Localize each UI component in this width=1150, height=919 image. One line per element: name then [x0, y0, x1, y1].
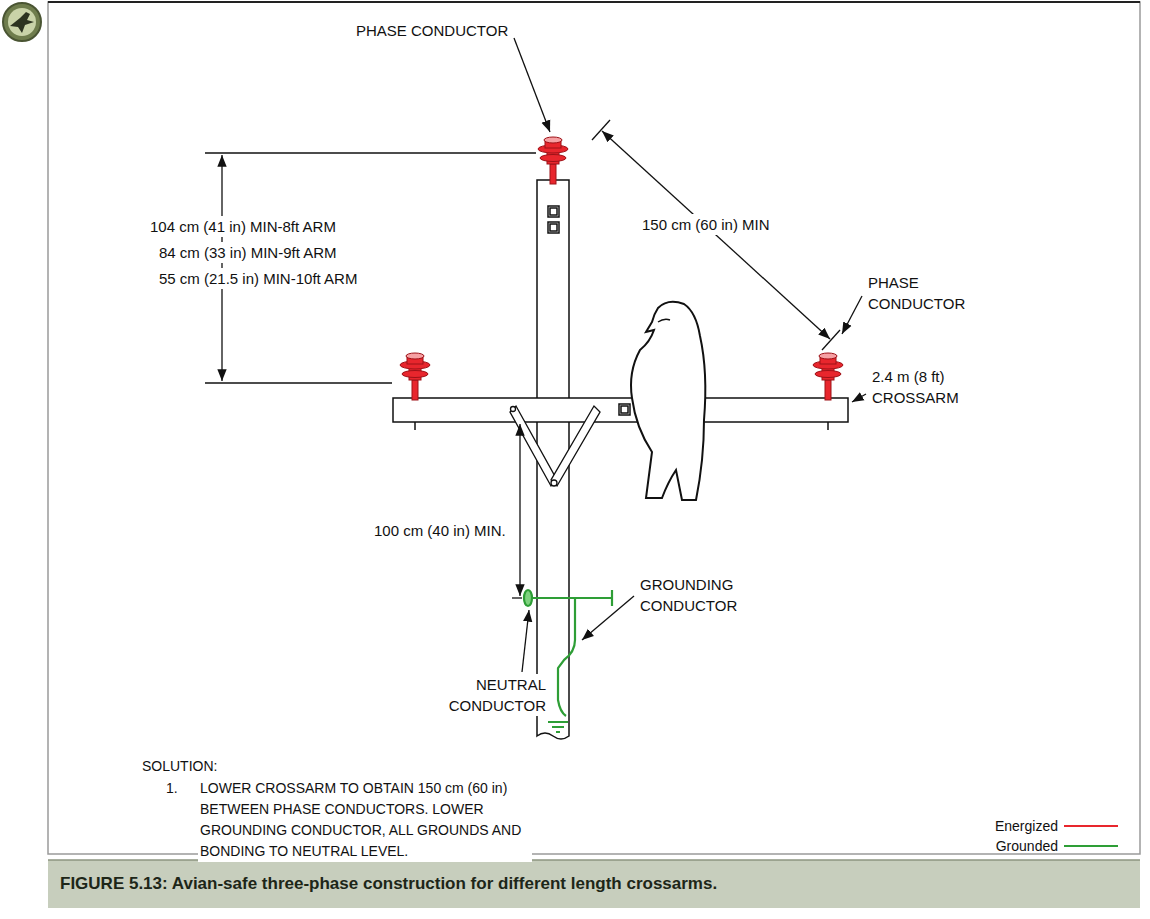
section-icon: [3, 3, 41, 41]
leader-lines: [514, 38, 866, 672]
conductor-label: NEUTRAL CONDUCTOR: [440, 674, 548, 716]
dimension-text: 150 cm (60 in) MIN: [640, 214, 772, 235]
solution-heading: SOLUTION:: [140, 756, 219, 777]
legend-line-energized: [1064, 825, 1118, 827]
legend-text: Energized: [995, 817, 1058, 835]
crossarm: [393, 398, 848, 430]
ground-symbol: [548, 722, 568, 732]
left-insulator: [400, 353, 430, 400]
caption-band: [48, 860, 1140, 908]
right-insulator: [813, 353, 843, 400]
frame-top-rule: [48, 1, 1140, 3]
conductor-label: GROUNDING CONDUCTOR: [638, 574, 758, 616]
figure-frame: [48, 2, 1140, 854]
solution-note: LOWER CROSSARM TO OBTAIN 150 cm (60 in) …: [198, 778, 532, 862]
conductor-label: PHASE CONDUCTOR: [866, 272, 970, 314]
figure-caption: FIGURE 5.13: Avian-safe three-phase cons…: [60, 872, 717, 896]
dimension-text: 100 cm (40 in) MIN.: [372, 520, 508, 541]
perched-eagle: [631, 302, 705, 500]
top-insulator: [538, 137, 568, 184]
dimension-text: 55 cm (21.5 in) MIN-10ft ARM: [157, 268, 359, 289]
dimension-text: 104 cm (41 in) MIN-8ft ARM: [148, 216, 338, 237]
crossarm-label: 2.4 m (8 ft) CROSSARM: [870, 366, 978, 408]
conductor-label: PHASE CONDUCTOR: [354, 20, 510, 41]
legend-line-grounded: [1064, 845, 1118, 847]
dimension-lines: [205, 120, 840, 598]
legend-text: Grounded: [996, 837, 1058, 855]
note-number: 1.: [164, 778, 180, 799]
crossarm-brace: [510, 406, 600, 486]
eagle-eye: [658, 319, 670, 322]
dimension-text: 84 cm (33 in) MIN-9ft ARM: [157, 242, 339, 263]
